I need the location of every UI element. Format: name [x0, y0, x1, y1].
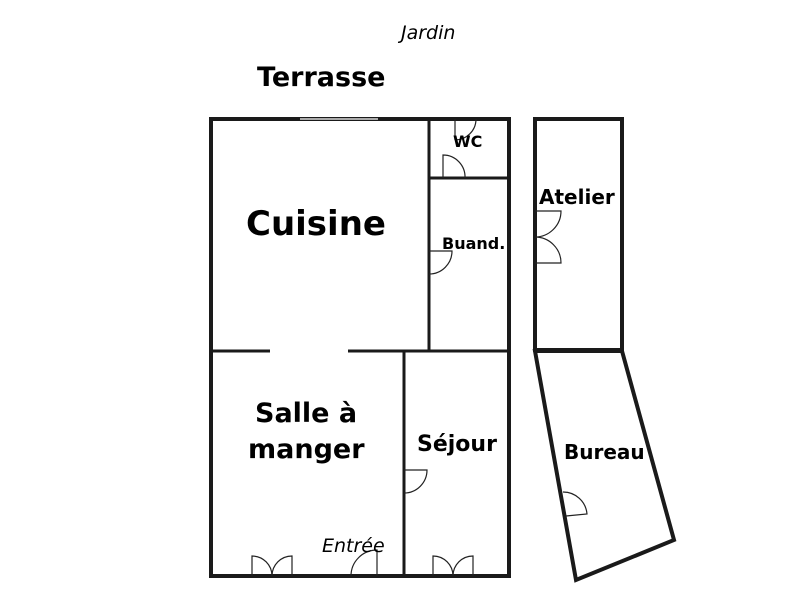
door-wc-top [454, 118, 477, 141]
label-jardin: Jardin [401, 22, 456, 44]
bureau-outline [532, 349, 677, 583]
room-label-buanderie: Buand. [442, 234, 506, 253]
room-label-sejour: Séjour [417, 432, 497, 457]
room-label-atelier: Atelier [539, 185, 615, 209]
main-building-outline [209, 117, 511, 578]
door-bureau [562, 491, 588, 517]
room-label-salle-line2: manger [248, 434, 365, 465]
room-label-salle-line1: Salle à [255, 398, 358, 429]
atelier-outline [533, 117, 624, 352]
label-entree: Entrée [322, 535, 385, 557]
door-entree [350, 549, 378, 577]
door-salle-bottom [251, 555, 293, 577]
room-label-wc: WC [453, 132, 483, 151]
label-terrasse: Terrasse [257, 62, 386, 93]
door-sejour-side [403, 469, 428, 494]
room-label-cuisine: Cuisine [246, 204, 386, 244]
door-sejour-bottom [432, 555, 474, 577]
door-wc-bottom [442, 154, 466, 179]
door-buanderie [428, 250, 453, 275]
door-atelier [534, 210, 562, 264]
room-label-bureau: Bureau [564, 440, 645, 464]
